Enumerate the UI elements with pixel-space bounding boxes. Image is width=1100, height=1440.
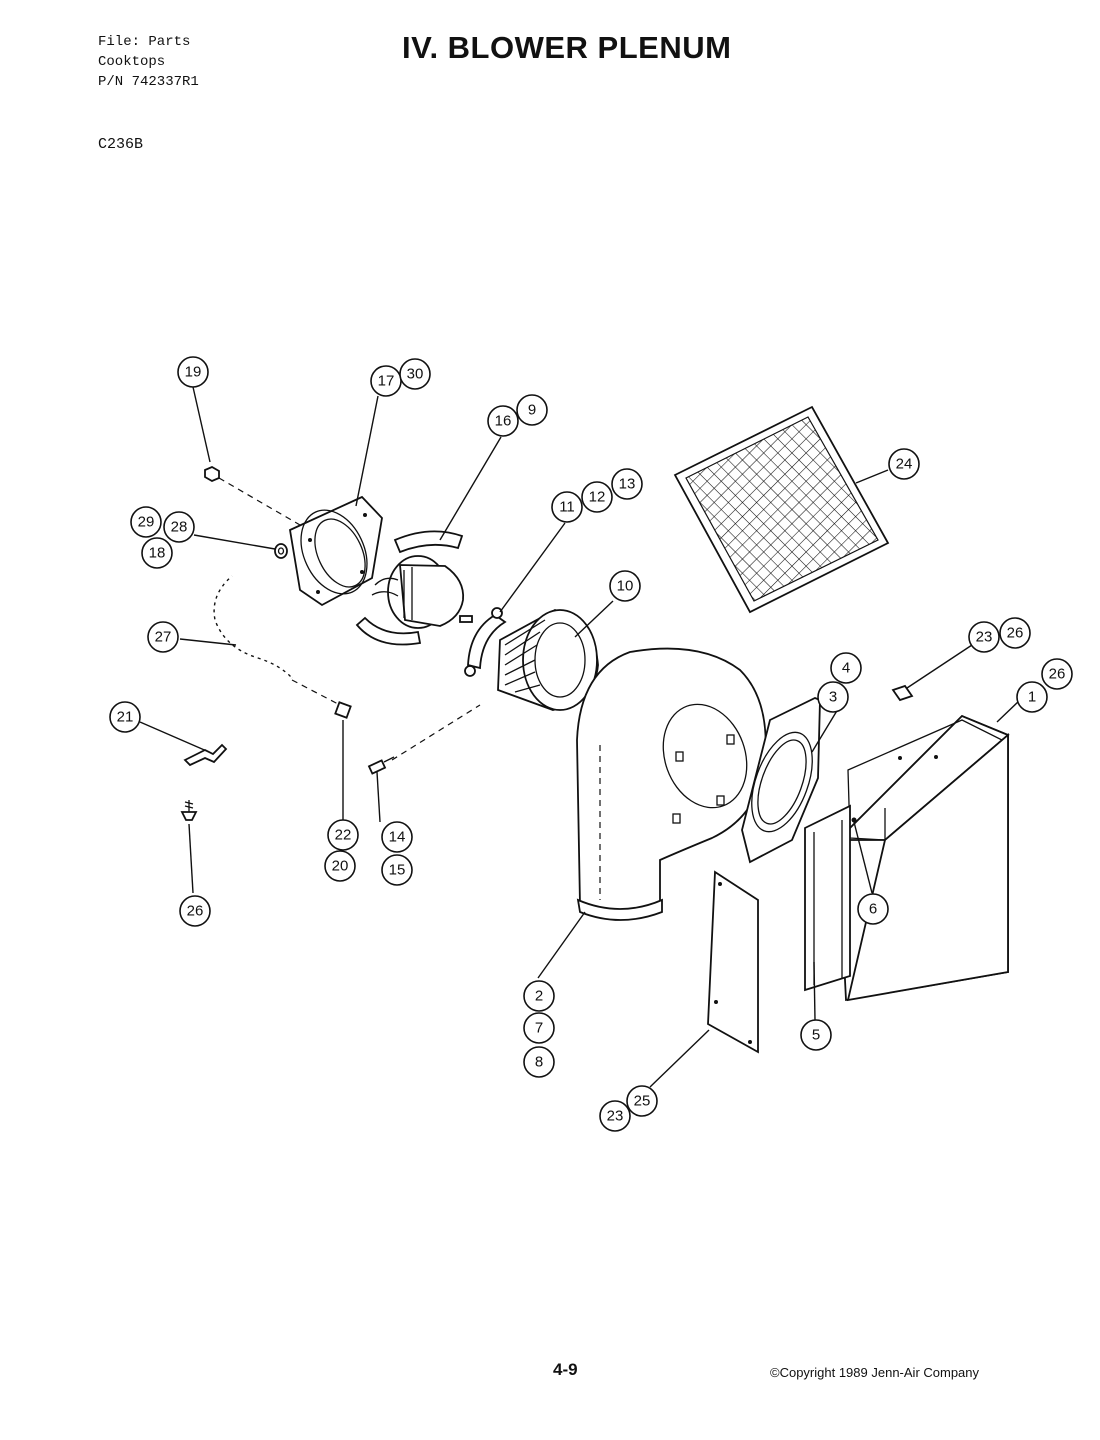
callout-30: 30 [399,358,431,390]
callout-5: 5 [800,1019,832,1051]
svg-text:14: 14 [389,829,406,846]
svg-text:23: 23 [976,629,993,646]
motor-part [355,530,473,646]
leader-lines [139,386,1021,1088]
callout-6: 6 [857,893,889,925]
callout-26: 26 [999,617,1031,649]
svg-text:23: 23 [607,1108,624,1125]
wire-harness-part [212,574,294,680]
svg-text:4: 4 [842,660,850,677]
svg-text:27: 27 [155,629,172,646]
svg-text:7: 7 [535,1020,543,1037]
svg-text:1: 1 [1028,689,1036,706]
callout-3: 3 [817,681,849,713]
svg-text:8: 8 [535,1054,543,1071]
filter-part [673,405,890,614]
callout-12: 12 [581,481,613,513]
svg-text:26: 26 [1007,625,1024,642]
callout-20: 20 [324,850,356,882]
svg-text:12: 12 [589,489,606,506]
svg-text:16: 16 [495,413,512,430]
bracket-clip-part [183,743,228,767]
svg-text:10: 10 [617,578,634,595]
svg-text:5: 5 [812,1027,820,1044]
svg-text:26: 26 [1049,666,1066,683]
svg-text:15: 15 [389,862,406,879]
svg-text:22: 22 [335,827,352,844]
svg-text:18: 18 [149,545,166,562]
callout-10: 10 [609,570,641,602]
retainer-clip-part [891,684,914,702]
svg-text:29: 29 [138,514,155,531]
callout-23: 23 [599,1100,631,1132]
svg-text:21: 21 [117,709,134,726]
callout-19: 19 [177,356,209,388]
svg-text:2: 2 [535,988,543,1005]
callout-9: 9 [516,394,548,426]
bolt-part [367,756,395,775]
callout-16: 16 [487,405,519,437]
callout-26: 26 [1041,658,1073,690]
nut-part [204,465,220,483]
page-title: IV. BLOWER PLENUM [402,30,732,65]
callout-4: 4 [830,652,862,684]
callout-24: 24 [888,448,920,480]
callout-14: 14 [381,821,413,853]
blower-wheel-part [497,609,599,711]
svg-text:13: 13 [619,476,636,493]
svg-text:26: 26 [187,903,204,920]
callout-17: 17 [370,365,402,397]
svg-text:25: 25 [634,1093,651,1110]
svg-text:20: 20 [332,858,349,875]
svg-text:30: 30 [407,366,424,383]
callout-18: 18 [141,537,173,569]
cover-plate-part [707,870,759,1054]
callout-13: 13 [611,468,643,500]
callout-8: 8 [523,1046,555,1078]
callout-22: 22 [327,819,359,851]
copyright-notice: ©Copyright 1989 Jenn-Air Company [770,1365,980,1380]
svg-text:11: 11 [559,499,575,516]
callout-23: 23 [968,621,1000,653]
callout-2: 2 [523,980,555,1012]
svg-text:9: 9 [528,402,536,419]
file-header: File: Parts Cooktops P/N 742337R1 [98,32,199,92]
callout-11: 11 [551,491,583,523]
grommet-part [274,543,288,559]
svg-text:3: 3 [829,689,837,706]
callout-7: 7 [523,1012,555,1044]
svg-text:19: 19 [185,364,202,381]
callout-27: 27 [147,621,179,653]
motor-plate-part [288,495,383,607]
assembly-lines [218,477,601,900]
wheel-clamp-part [464,607,507,677]
sheet-metal-screw-part [180,800,198,821]
blower-housing-part [576,647,767,921]
part-number-line: P/N 742337R1 [98,74,199,90]
page-number: 4-9 [553,1360,578,1379]
callout-15: 15 [381,854,413,886]
svg-text:28: 28 [171,519,188,536]
model-number: C236B [98,136,144,153]
svg-text:6: 6 [869,901,877,918]
svg-text:17: 17 [378,373,395,390]
svg-text:24: 24 [896,456,913,473]
category-line: Cooktops [98,54,166,70]
callout-21: 21 [109,701,141,733]
callout-1: 1 [1016,681,1048,713]
screw-part [334,701,352,719]
callout-25: 25 [626,1085,658,1117]
plenum-box-part [804,714,1010,1002]
callout-26: 26 [179,895,211,927]
file-line: File: Parts [98,34,191,50]
gasket-ring-part [741,697,821,864]
callout-29: 29 [130,506,162,538]
callout-28: 28 [163,511,195,543]
